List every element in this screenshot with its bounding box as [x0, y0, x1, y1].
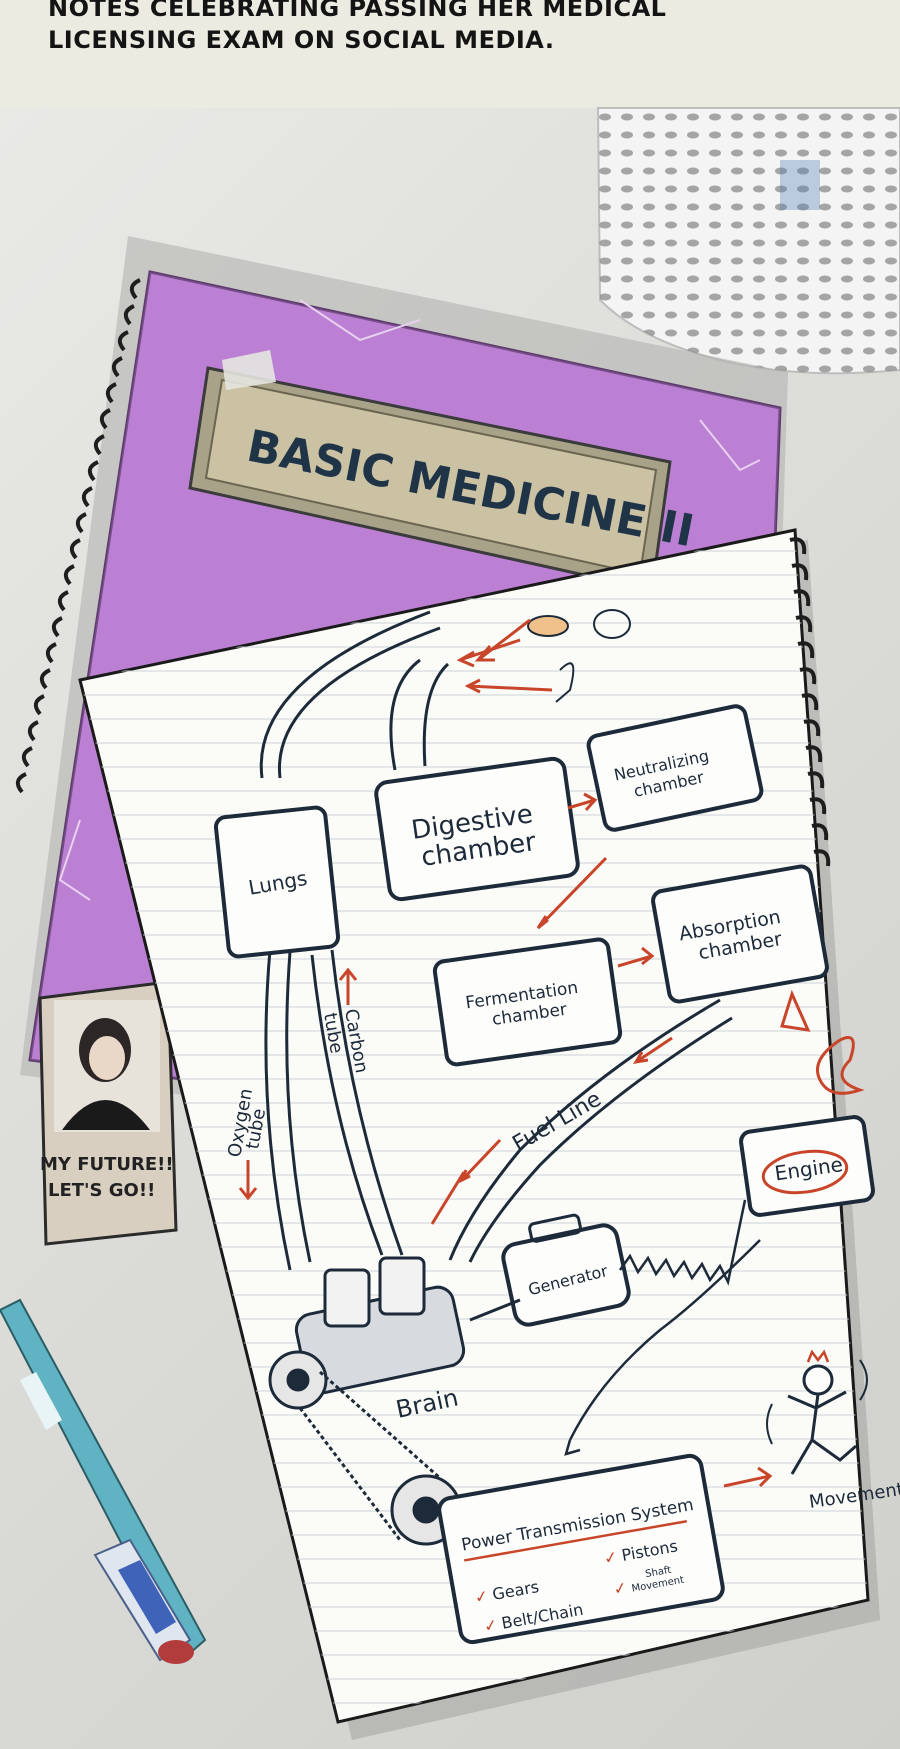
digestive-chamber-box: Digestive chamber: [374, 756, 580, 902]
neutralizing-chamber-box: Neutralizing chamber: [586, 704, 764, 832]
shaft-label-1: Shaft: [644, 1565, 672, 1580]
pen: [0, 1298, 207, 1664]
check-pistons: ✓: [602, 1547, 619, 1568]
binder-rings-right: [789, 537, 831, 867]
fermentation-chamber-box: Fermentation chamber: [432, 937, 623, 1067]
sticker-text-2: LET'S GO!!: [48, 1180, 155, 1201]
power-transmission-box: Power Transmission System ✓ Gears ✓ Belt…: [437, 1453, 725, 1645]
pen-holder: [596, 107, 900, 375]
caption-band: NOTES CELEBRATING PASSING HER MEDICAL LI…: [0, 0, 900, 108]
sticker-text-1: MY FUTURE!!: [40, 1154, 174, 1175]
caption-line-2: LICENSING EXAM ON SOCIAL MEDIA.: [48, 26, 555, 54]
lungs-box: Lungs: [213, 805, 341, 959]
sticker-photo: MY FUTURE!! LET'S GO!!: [38, 980, 178, 1246]
food-icons: [527, 609, 631, 703]
engine-box: Engine: [739, 1115, 875, 1217]
signal-wires: [564, 1199, 761, 1456]
stick-figure: [766, 1349, 868, 1475]
caption-line-1: NOTES CELEBRATING PASSING HER MEDICAL: [48, 0, 667, 22]
check-gears: ✓: [473, 1586, 490, 1607]
generator-box: Generator: [501, 1213, 631, 1327]
diagram-tubes: [259, 610, 733, 1271]
brain-machine: [268, 1256, 521, 1546]
check-belt: ✓: [482, 1615, 499, 1636]
absorption-chamber-box: Absorption chamber: [651, 864, 829, 1004]
check-shaft: ✓: [612, 1578, 629, 1599]
flow-arrows: [238, 618, 865, 1488]
binder-rings-left: [15, 278, 141, 794]
